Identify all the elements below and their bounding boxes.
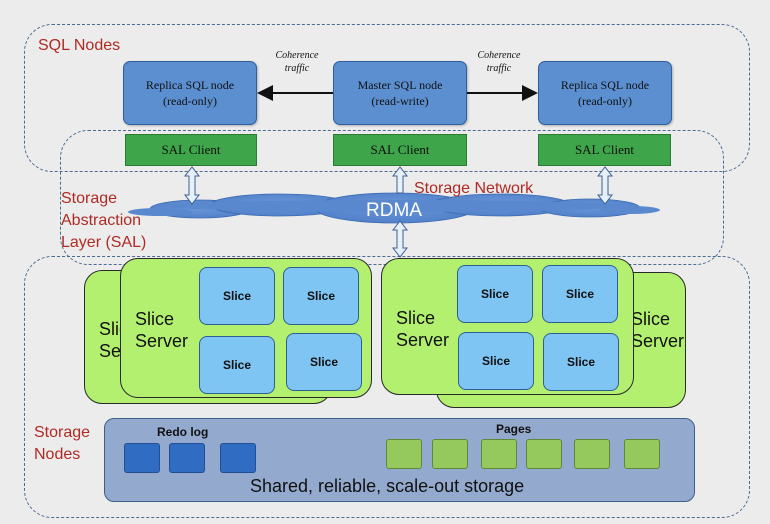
rdma-label: RDMA xyxy=(366,200,422,221)
slice-right-2: Slice xyxy=(542,265,618,323)
master-sql-node-name: Master SQL node xyxy=(357,78,443,92)
storage-network-label: Storage Network xyxy=(414,180,534,197)
storage-nodes-region xyxy=(24,256,750,518)
replica-sql-node-left-name: Replica SQL node xyxy=(145,78,235,92)
master-sql-node: Master SQL node (read-write) xyxy=(333,61,467,125)
pages-label: Pages xyxy=(496,422,532,436)
redo-log-block xyxy=(169,443,205,473)
sal-client-center: SAL Client xyxy=(333,134,467,166)
sal-client-left: SAL Client xyxy=(125,134,257,166)
slice-server-right-label-line2: Server xyxy=(396,330,450,350)
storage-nodes-label: Storage Nodes xyxy=(34,422,90,466)
sal-label-line2: Abstraction xyxy=(61,212,142,229)
sql-nodes-region xyxy=(24,24,750,172)
slice-server-right-back-label: Slice Server xyxy=(631,308,684,352)
page-block xyxy=(481,439,517,469)
slice-right-4: Slice xyxy=(543,333,619,391)
coherence-label-left-line2: traffic xyxy=(284,63,310,74)
slice-left-4: Slice xyxy=(286,333,362,391)
redo-log-block xyxy=(220,443,256,473)
replica-sql-node-right-mode: (read-only) xyxy=(578,94,632,108)
redo-log-label: Redo log xyxy=(157,425,209,439)
page-block xyxy=(624,439,660,469)
coherence-label-right-line2: traffic xyxy=(486,63,512,74)
sal-label-line1: Storage xyxy=(61,190,118,207)
rdma-cloud xyxy=(128,192,660,224)
replica-sql-node-right: Replica SQL node (read-only) xyxy=(538,61,672,125)
master-sql-node-mode: (read-write) xyxy=(371,94,429,108)
page-block xyxy=(386,439,422,469)
storage-nodes-label-line1: Storage xyxy=(34,424,91,441)
sql-nodes-label: SQL Nodes xyxy=(38,37,121,54)
slice-left-3: Slice xyxy=(199,336,275,394)
connector-sal-center xyxy=(391,166,409,194)
slice-server-right-label-line1: Slice xyxy=(396,308,436,328)
replica-sql-node-right-name: Replica SQL node xyxy=(560,78,650,92)
connector-network-storage xyxy=(391,220,409,258)
slice-right-3: Slice xyxy=(458,332,534,390)
connector-sal-right xyxy=(596,166,614,205)
page-block xyxy=(574,439,610,469)
storage-nodes-label-line2: Nodes xyxy=(34,446,81,463)
connector-sal-left xyxy=(183,166,201,205)
page-block xyxy=(432,439,468,469)
coherence-label-right-line1: Coherence xyxy=(477,50,521,61)
slice-server-left-label-line1: Slice xyxy=(135,309,175,329)
slice-server-right-back-label-line2: Server xyxy=(631,331,685,351)
slice-server-left-label: Slice Server xyxy=(135,308,188,352)
replica-sql-node-left: Replica SQL node (read-only) xyxy=(123,61,257,125)
redo-log-block xyxy=(124,443,160,473)
coherence-label-right: Coherence traffic xyxy=(464,49,534,75)
coherence-label-left-line1: Coherence xyxy=(275,50,319,61)
page-block xyxy=(526,439,562,469)
sal-label: Storage Abstraction Layer (SAL) xyxy=(61,188,146,254)
slice-server-right-label: Slice Server xyxy=(396,307,449,351)
coherence-label-left: Coherence traffic xyxy=(262,49,332,75)
slice-right-1: Slice xyxy=(457,265,533,323)
sal-label-line3: Layer (SAL) xyxy=(61,234,147,251)
slice-left-2: Slice xyxy=(283,267,359,325)
slice-server-left-label-line2: Server xyxy=(135,331,189,351)
slice-left-1: Slice xyxy=(199,267,275,325)
storage-caption: Shared, reliable, scale-out storage xyxy=(250,476,525,496)
sal-client-right: SAL Client xyxy=(538,134,671,166)
replica-sql-node-left-mode: (read-only) xyxy=(163,94,217,108)
slice-server-right-back-label-line1: Slice xyxy=(631,309,671,329)
